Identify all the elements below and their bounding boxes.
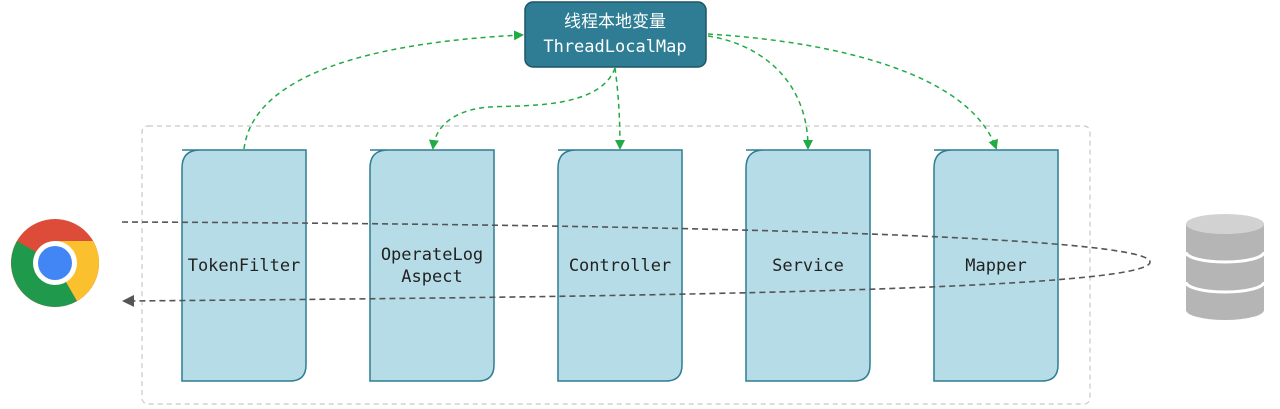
threadlocal-to-service-arrow: [707, 35, 813, 150]
threadlocal-to-mapper-arrow: [707, 33, 999, 150]
component-mapper: Mapper: [933, 149, 1059, 382]
thread-local-title: 线程本地变量: [564, 12, 666, 32]
operate-log-aspect-label-line2: Aspect: [401, 267, 462, 287]
database-icon: [1184, 214, 1266, 320]
processing-chain-container: [141, 125, 1091, 405]
component-token-filter: TokenFilter: [181, 149, 307, 382]
request-response-flow-arrow: [121, 221, 1151, 307]
token-filter-label: TokenFilter: [188, 256, 301, 276]
component-controller: Controller: [557, 149, 683, 382]
service-label: Service: [772, 256, 844, 276]
component-service: Service: [745, 149, 871, 382]
mapper-label: Mapper: [965, 256, 1026, 276]
threadlocal-to-controller-arrow: [614, 67, 625, 150]
component-operate-log-aspect: OperateLog Aspect: [369, 149, 495, 382]
thread-local-subtitle: ThreadLocalMap: [543, 37, 686, 57]
threadlocal-to-aspect-arrow: [428, 67, 616, 150]
thread-local-map-box: 线程本地变量 ThreadLocalMap: [524, 1, 707, 68]
operate-log-aspect-label-line1: OperateLog: [381, 245, 483, 265]
tokenfilter-to-threadlocal-arrow: [243, 30, 524, 150]
chrome-browser-icon: [11, 219, 99, 307]
controller-label: Controller: [569, 256, 671, 276]
